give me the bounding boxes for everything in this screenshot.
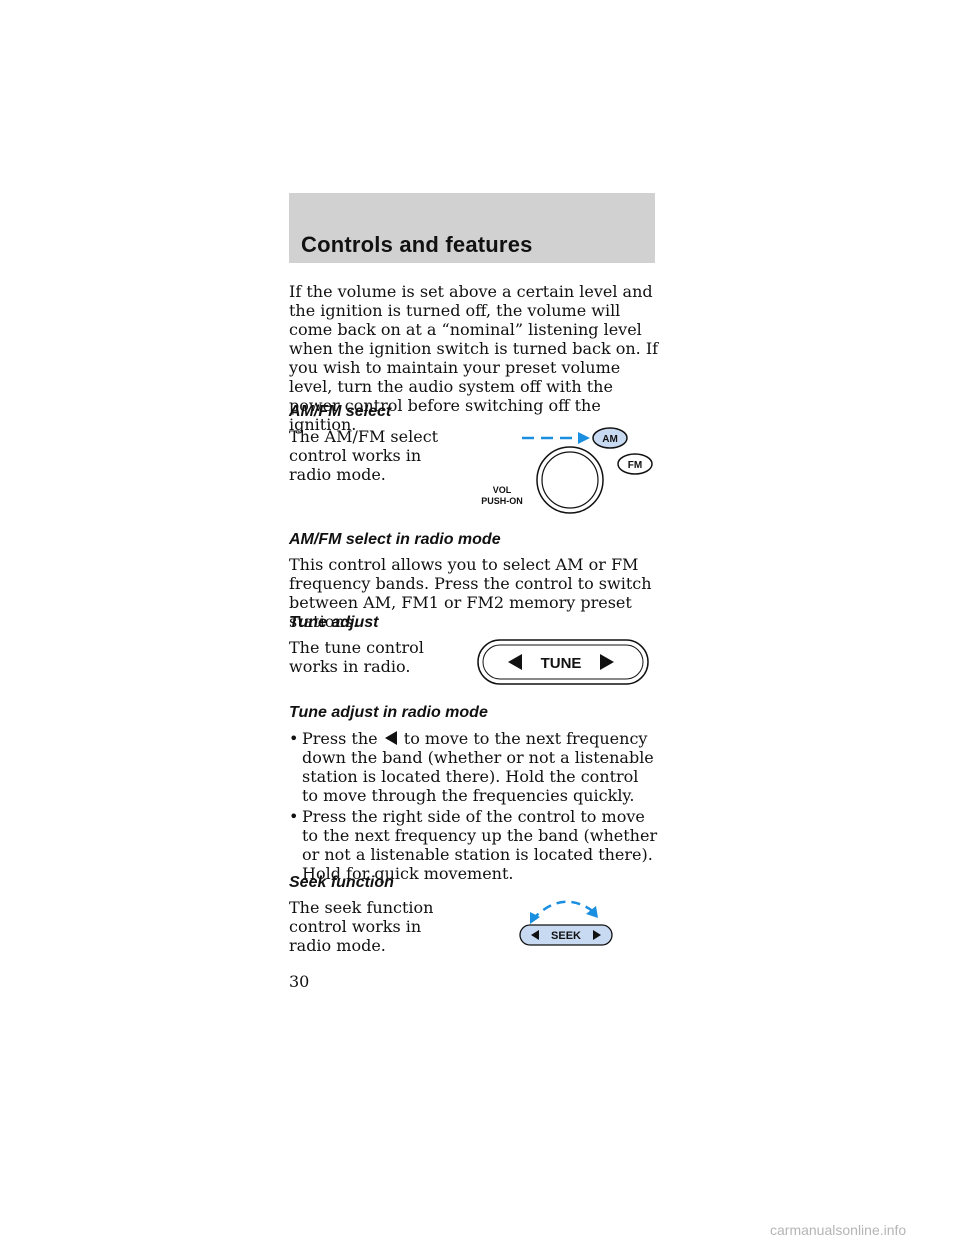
am-button-icon: AM	[592, 427, 628, 449]
footer-watermark: carmanualsonline.info	[770, 1222, 907, 1238]
bullet-text-before: Press the	[302, 729, 378, 748]
seek-arrow-left-icon	[530, 912, 540, 924]
push-on-label: PUSH-ON	[481, 496, 523, 506]
seek-right-triangle-icon	[593, 930, 601, 940]
seek-left-triangle-icon	[531, 930, 539, 940]
seek-control-illustration: SEEK	[519, 900, 613, 946]
bullet-text-after: to move to the next frequency down the b…	[302, 729, 654, 805]
heading-amfm-radio-mode: AM/FM select in radio mode	[289, 531, 501, 548]
page-title: Controls and features	[301, 232, 533, 257]
tune-label: TUNE	[541, 655, 582, 672]
heading-tune-radio-mode: Tune adjust in radio mode	[289, 704, 488, 721]
amfm-control-illustration: AM FM VOL PUSH-ON	[481, 427, 653, 514]
tune-right-arrow-icon	[600, 654, 614, 670]
vol-label: VOL	[493, 485, 512, 495]
bullet-marker: •	[289, 729, 299, 748]
amfm-select-text: The AM/FM select control works in radio …	[289, 427, 439, 484]
left-triangle-icon	[384, 731, 397, 745]
tune-adjust-text: The tune control works in radio.	[289, 638, 424, 676]
seek-arrow-right-icon	[586, 906, 598, 918]
am-label: AM	[602, 434, 618, 445]
list-item: • Press the right side of the control to…	[289, 807, 659, 883]
page-number: 30	[289, 972, 310, 991]
tune-left-arrow-icon	[508, 654, 522, 670]
intro-paragraph: If the volume is set above a certain lev…	[289, 282, 659, 434]
fm-label: FM	[628, 460, 642, 471]
list-item: • Press the to move to the next frequenc…	[289, 729, 659, 805]
fm-button-icon: FM	[617, 453, 653, 475]
heading-amfm-select: AM/FM select	[289, 403, 392, 420]
heading-seek-function: Seek function	[289, 874, 394, 891]
seek-label: SEEK	[551, 930, 581, 942]
header-band	[289, 193, 655, 263]
volume-knob-icon	[536, 446, 604, 514]
amfm-radio-mode-text: This control allows you to select AM or …	[289, 555, 652, 631]
tune-control-illustration: TUNE	[477, 639, 649, 685]
seek-function-text: The seek function control works in radio…	[289, 898, 434, 955]
bullet-marker: •	[289, 807, 299, 826]
bullet-text: Press the right side of the control to m…	[302, 807, 658, 883]
heading-tune-adjust: Tune adjust	[289, 614, 379, 631]
